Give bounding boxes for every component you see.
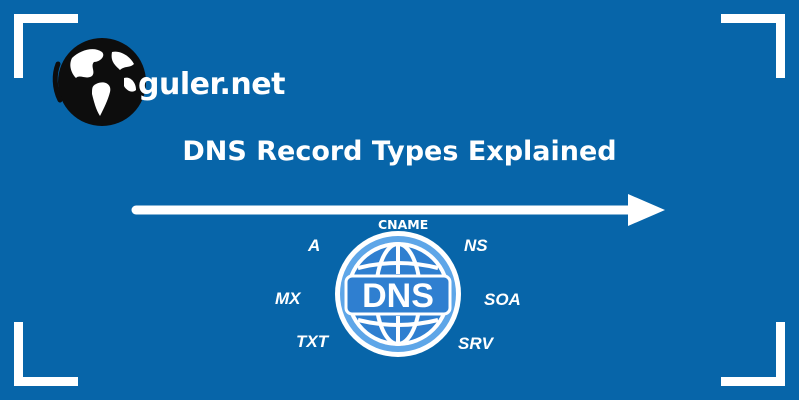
record-soa: SOA xyxy=(484,290,521,309)
record-srv: SRV xyxy=(458,334,493,353)
page-title: DNS Record Types Explained xyxy=(182,136,617,167)
world-globe-icon xyxy=(52,38,146,126)
corner-bracket-bottom-left xyxy=(14,322,78,386)
record-a: A xyxy=(308,236,321,255)
logo-text[interactable]: guler.net xyxy=(138,67,285,102)
dns-globe-icon: DNS xyxy=(335,231,461,357)
record-mx: MX xyxy=(275,289,301,308)
record-txt: TXT xyxy=(296,332,329,351)
corner-bracket-bottom-right xyxy=(721,322,785,386)
record-ns: NS xyxy=(464,236,488,255)
record-cname: CNAME xyxy=(378,217,429,232)
corner-bracket-top-right xyxy=(721,14,785,78)
arrow-right-icon xyxy=(131,194,665,226)
corner-bracket-top-left xyxy=(14,14,78,78)
dns-badge-label: DNS xyxy=(362,277,434,315)
